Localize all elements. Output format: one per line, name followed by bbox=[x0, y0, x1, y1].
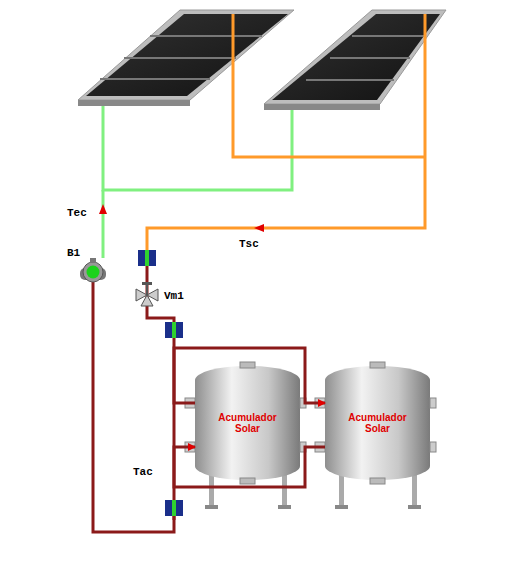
solar-collector bbox=[264, 10, 446, 110]
signal-label: B1 bbox=[66, 247, 81, 259]
flow-arrow bbox=[99, 204, 107, 214]
signal-label: Vm1 bbox=[163, 290, 185, 302]
storage-tank bbox=[315, 362, 436, 509]
valve-symbol bbox=[136, 282, 158, 306]
signal-label: Tsc bbox=[238, 238, 260, 250]
pump-symbol bbox=[80, 258, 106, 282]
tank-label: Acumulador Solar bbox=[346, 412, 410, 435]
hot-pipe bbox=[147, 14, 425, 250]
signal-label: Tac bbox=[132, 466, 154, 478]
pipe-connector bbox=[174, 348, 325, 403]
pipe-connector bbox=[174, 447, 325, 487]
cold-pipe bbox=[103, 106, 292, 258]
signal-label: Tec bbox=[66, 207, 88, 219]
tank-node: Acumulador Solar bbox=[325, 380, 430, 466]
flow-arrow bbox=[254, 224, 264, 232]
solar-collector bbox=[78, 10, 294, 106]
tank-label: Acumulador Solar bbox=[216, 412, 280, 435]
tank-node: Acumulador Solar bbox=[195, 380, 300, 466]
tank-pipe bbox=[93, 266, 174, 532]
